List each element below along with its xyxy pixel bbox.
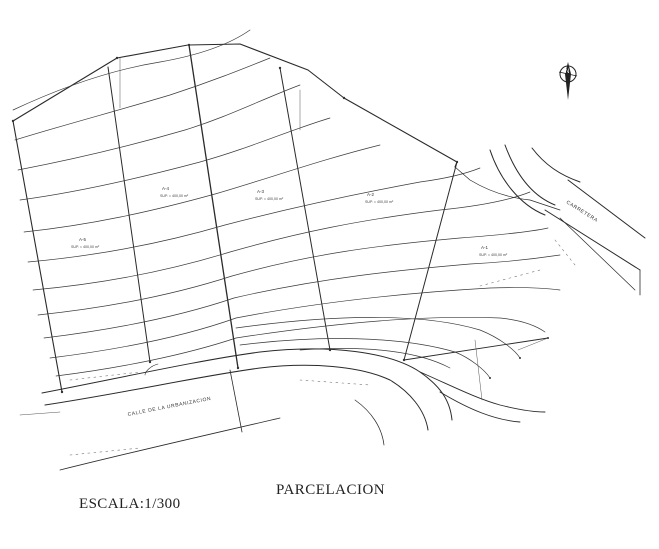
lot-divider-1 [107,66,151,363]
lot-divider-3 [279,67,331,351]
lot-labels: A-5 SUP. = 400,00 m² A-4 SUP. = 400,00 m… [71,186,508,257]
lot-a3-area: SUP. = 400,00 m² [255,197,284,201]
north-label: N [565,69,569,75]
east-street-label: CARRETERA [565,200,599,224]
lot-a5-id: A-5 [79,237,87,242]
lot-a2-area: SUP. = 400,00 m² [365,200,394,204]
lot-a5-area: SUP. = 400,00 m² [71,245,100,249]
drawing-scale: ESCALA:1/300 [79,496,181,512]
carretera-edge [454,166,561,211]
lot-a4-id: A-4 [162,186,170,191]
north-arrow-icon: N [558,62,578,100]
drawing-title: PARCELACION [276,482,386,498]
lot-divider-2 [188,44,239,369]
lot-divider-2-extension [229,369,243,433]
west-boundary [12,120,63,393]
lot-a1-area: SUP. = 400,00 m² [479,253,508,257]
lot-a4-area: SUP. = 400,00 m² [160,194,189,198]
lot-a3-id: A-3 [257,189,265,194]
south-street [41,348,453,471]
carretera-road [489,144,646,296]
contour-lines [12,29,561,379]
plot-boundary [12,43,458,168]
lot-a2-id: A-2 [367,192,375,197]
lot-divider-4 [403,161,458,361]
lot-a1-id: A-1 [481,245,489,250]
south-street-label: CALLE DE LA URBANIZACION [127,396,212,418]
